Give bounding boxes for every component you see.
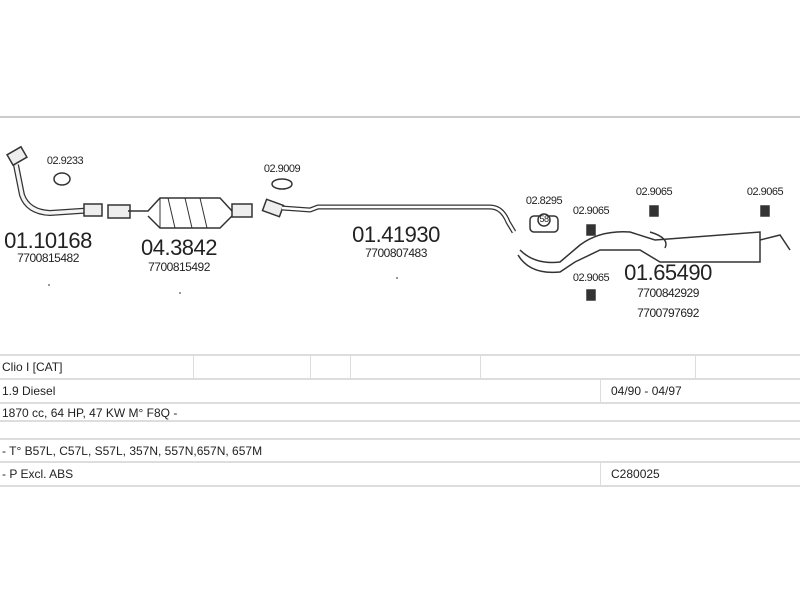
part-number[interactable]: 01.65490 [624,260,712,285]
empty-cell [480,356,695,378]
accessory-label: 02.9065 [746,186,784,198]
accessory-label: 02.9065 [572,272,610,284]
period-cell: 04/90 - 04/97 [600,380,800,402]
types-cell: - T° B57L, C57L, S57L, 357N, 557N,657N, … [2,444,263,458]
oem-number: 7700815492 [148,260,210,274]
empty-cell [350,356,480,378]
front-pipe-drawing [6,145,103,217]
part-number[interactable]: 01.41930 [352,222,440,247]
middle-pipe-drawing [261,198,517,234]
exhaust-diagram [6,145,791,301]
notes-cell: - P Excl. ABS [2,467,74,481]
accessory-label: 02.9065 [572,205,610,217]
accessory-label: 02.9065 [635,186,673,198]
top-divider [0,116,800,118]
oem-number: 7700815482 [17,251,79,265]
table-row: 1.9 Diesel 04/90 - 04/97 [0,378,800,402]
oem-number: 7700797692 [637,306,699,320]
catalyst-drawing [107,197,253,229]
hanger-drawings [586,205,770,301]
table-row: Clio I [CAT] [0,354,800,378]
specs-cell: 1870 cc, 64 HP, 47 KW M° F8Q - [2,406,178,420]
part-number[interactable]: 01.10168 [4,228,92,253]
code-cell: C280025 [600,463,800,485]
rear-silencer-drawing [517,231,791,274]
part-number[interactable]: 04.3842 [140,235,218,260]
oem-number: 7700842929 [637,286,699,300]
engine-cell: 1.9 Diesel [2,384,56,398]
marker-dot [396,277,398,279]
empty-cell [193,356,310,378]
table-row [0,420,800,438]
oem-number: 7700807483 [365,246,427,260]
flange-gasket-drawing [271,178,293,190]
empty-cell [695,356,800,378]
clamp-badge: 58 [539,214,549,224]
empty-cell [310,356,350,378]
model-cell: Clio I [CAT] [2,360,63,374]
accessory-label: 02.9233 [46,155,84,167]
accessory-label: 02.8295 [525,195,563,207]
table-row: - T° B57L, C57L, S57L, 357N, 557N,657N, … [0,438,800,461]
clamp-drawing [529,213,559,233]
table-row: - P Excl. ABS C280025 [0,461,800,487]
marker-dot [48,284,50,286]
gasket-drawing [53,172,71,186]
table-row: 1870 cc, 64 HP, 47 KW M° F8Q - [0,402,800,420]
marker-dot [179,292,181,294]
accessory-label: 02.9009 [263,163,301,175]
